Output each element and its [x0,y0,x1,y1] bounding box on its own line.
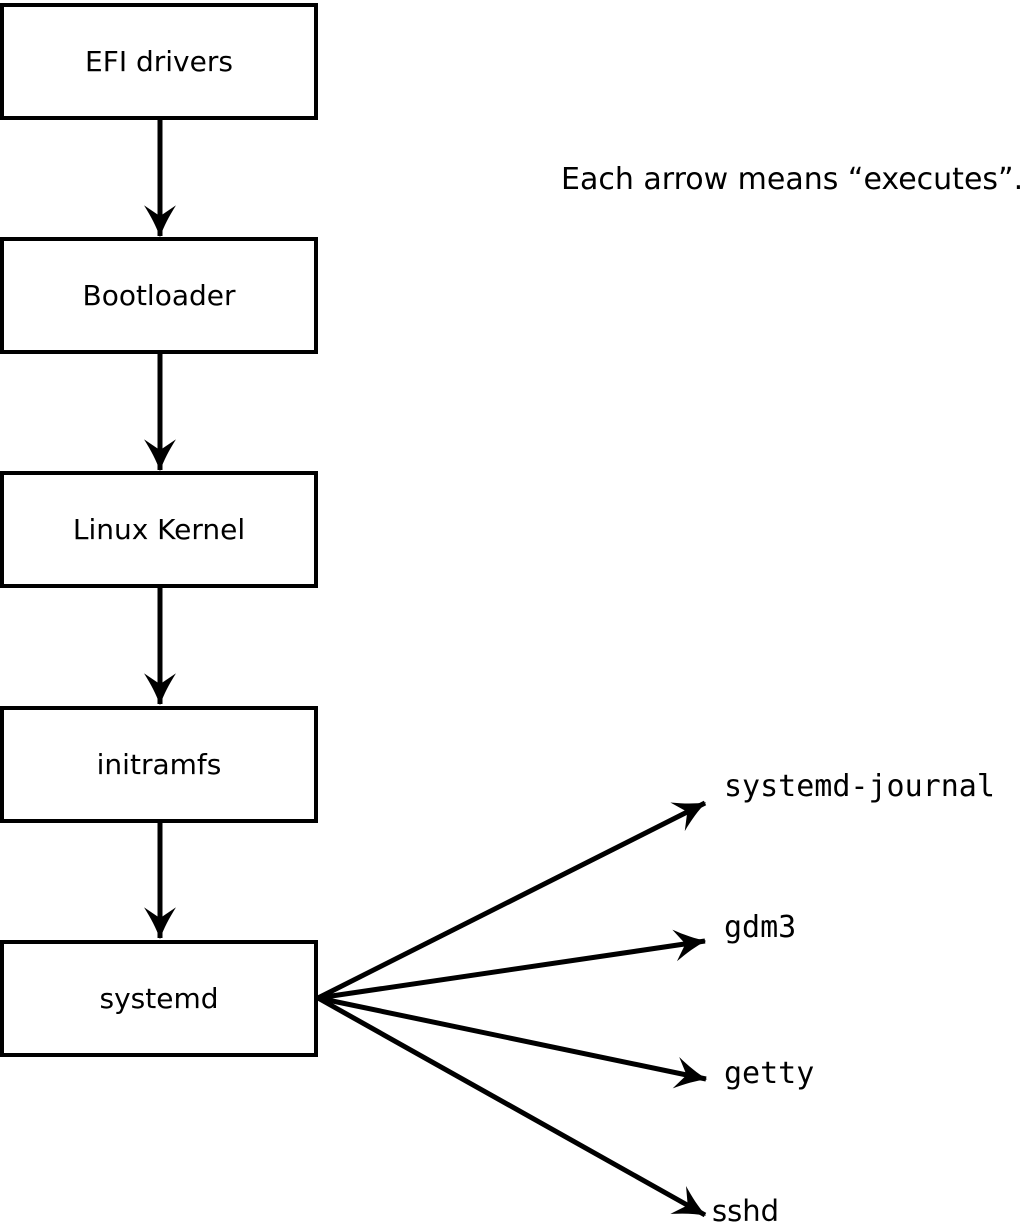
node-initramfs: initramfs [0,706,318,823]
node-bootloader-label: Bootloader [82,278,236,312]
node-efi-drivers-label: EFI drivers [85,44,233,78]
label-gdm3: gdm3 [724,910,797,945]
label-sshd: sshd [712,1194,780,1228]
node-linux-kernel: Linux Kernel [0,471,318,588]
arrow-meaning-note: Each arrow means “executes”. [561,162,1023,197]
arrow-systemd-to-gdm3 [317,929,707,1001]
node-efi-drivers: EFI drivers [0,3,318,120]
label-systemd-journal: systemd-journal [724,769,995,804]
node-systemd: systemd [0,940,318,1057]
node-initramfs-label: initramfs [96,747,222,781]
arrow-systemd-to-sshd [316,995,707,1218]
node-linux-kernel-label: Linux Kernel [72,512,246,546]
label-getty: getty [724,1056,815,1091]
arrow-systemd-to-getty [317,995,708,1089]
arrow-systemd-to-systemd-journal [316,800,707,1001]
node-systemd-label: systemd [99,981,219,1015]
node-bootloader: Bootloader [0,237,318,354]
